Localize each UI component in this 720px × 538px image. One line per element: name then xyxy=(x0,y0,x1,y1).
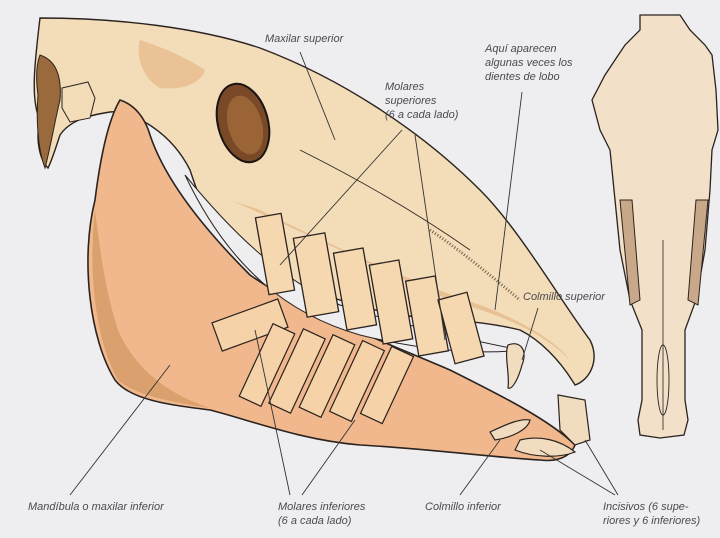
label-dientes-de-lobo: Aquí aparecen algunas veces los dientes … xyxy=(485,43,573,83)
mandible-shading xyxy=(92,210,210,408)
leader-molares-inferiores-b xyxy=(301,419,356,496)
label-molares-inferiores: Molares inferiores (6 a cada lado) xyxy=(278,501,366,527)
leader-molares-superiores-a xyxy=(279,129,403,266)
label-colmillo-superior: Colmillo superior xyxy=(523,291,605,303)
label-colmillo-inferior: Colmillo inferior xyxy=(425,501,501,513)
leader-lines xyxy=(69,51,619,496)
lower-molar xyxy=(267,327,327,415)
ventral-molar-row-left xyxy=(619,199,641,306)
label-mandibula: Mandíbula o maxilar inferior xyxy=(28,501,164,513)
leader-maxilar-superior xyxy=(299,51,336,141)
nasal-suture xyxy=(299,149,471,251)
upper-canine xyxy=(505,343,525,389)
label-molares-superiores: Molares superiores (6 a cada lado) xyxy=(385,81,459,121)
ventral-palate xyxy=(656,344,670,416)
upper-molar xyxy=(292,232,340,318)
leader-colmillo-superior xyxy=(521,307,539,361)
upper-incisors xyxy=(557,394,591,446)
ventral-skull-shape xyxy=(591,14,719,439)
leader-dientes-de-lobo xyxy=(494,91,523,311)
leader-molares-superiores-b xyxy=(414,134,446,341)
upper-molars xyxy=(254,212,485,365)
label-incisivos: Incisivos (6 supe- riores y 6 inferiores… xyxy=(603,501,701,527)
lower-canine xyxy=(489,419,531,441)
leader-incisivos-b xyxy=(584,439,619,496)
lateral-skull xyxy=(33,17,595,386)
leader-incisivos-a xyxy=(539,449,616,496)
lower-molar xyxy=(298,333,356,419)
leader-colmillo-inferior xyxy=(459,439,501,496)
lower-molar xyxy=(238,322,296,408)
lower-molars xyxy=(211,298,415,425)
ventral-skull xyxy=(591,14,719,439)
upper-molar xyxy=(332,247,378,331)
label-maxilar-superior: Maxilar superior xyxy=(265,33,344,45)
orbit-inner xyxy=(226,95,264,155)
upper-molar xyxy=(254,212,296,296)
lower-incisors xyxy=(514,437,577,457)
front-teeth xyxy=(489,343,591,457)
mandible-shape xyxy=(87,99,576,462)
occipital-condyles xyxy=(36,54,61,170)
ear-bones xyxy=(61,81,96,123)
lower-molar xyxy=(211,298,289,352)
upper-molar xyxy=(437,291,485,365)
lower-molar xyxy=(359,345,415,425)
leader-mandibula xyxy=(69,364,171,496)
temporal-shading xyxy=(138,40,205,89)
lower-molar xyxy=(328,339,386,423)
ventral-molar-row-right xyxy=(687,199,709,306)
leader-molares-inferiores-a xyxy=(254,329,291,496)
upper-molar xyxy=(368,259,414,345)
